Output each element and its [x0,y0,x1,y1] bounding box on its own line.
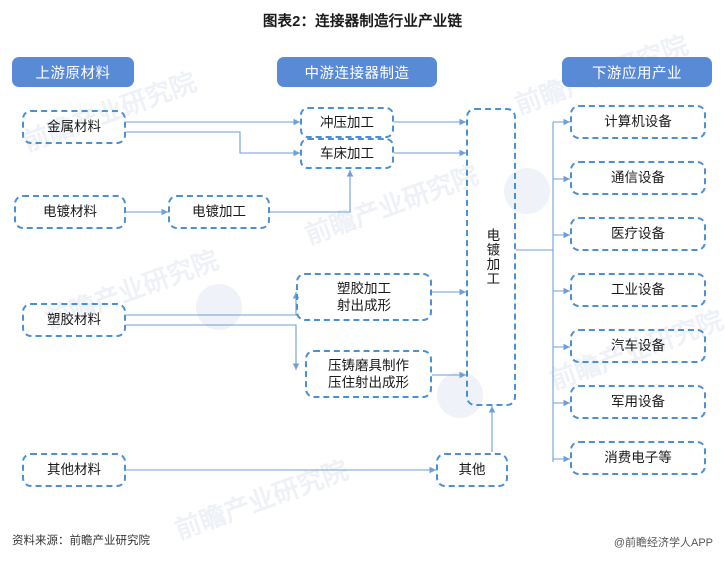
node-label: 计算机设备 [604,114,672,130]
node-label: 工业设备 [611,282,665,298]
header-pill-downstream: 下游应用产业 [562,57,712,87]
page-title: 图表2：连接器制造行业产业链 [262,14,463,30]
header-pill-midstream: 中游连接器制造 [277,57,437,87]
watermark-text: 前瞻产业研究院 [170,454,353,546]
header-pill-label: 中游连接器制造 [304,65,410,82]
header-pill-label: 上游原材料 [35,65,111,82]
node-label: 汽车设备 [611,338,665,354]
node-diecast-molding[interactable]: 压铸磨具制作 压住射出成形 [305,350,432,398]
node-label: 通信设备 [611,170,665,186]
node-industrial-equipment[interactable]: 工业设备 [570,273,706,307]
node-label: 冲压加工 [320,114,374,130]
node-label: 其他材料 [47,462,101,478]
node-plating-process-small[interactable]: 电镀加工 [168,195,270,229]
node-label-line2: 压住射出成形 [328,375,409,390]
watermark-logo-icon [504,168,550,214]
node-label: 消费电子等 [604,450,672,466]
node-label-group: 塑胶加工 射出成形 [337,280,391,315]
node-label-line1: 塑胶加工 [337,280,391,296]
node-label: 电镀加工 [484,228,500,286]
node-label: 塑胶材料 [47,312,101,328]
node-stamping-process[interactable]: 冲压加工 [300,107,394,138]
node-plastic-material[interactable]: 塑胶材料 [22,303,126,337]
node-other-material[interactable]: 其他材料 [22,453,126,487]
node-medical-equipment[interactable]: 医疗设备 [570,217,706,251]
source-note: 资料来源：前瞻产业研究院 [12,535,150,547]
header-pill-upstream: 上游原材料 [12,57,134,87]
watermark-logo-icon [437,372,483,418]
node-other-process[interactable]: 其他 [436,453,508,487]
node-label: 军用设备 [611,394,665,410]
node-plastic-molding[interactable]: 塑胶加工 射出成形 [296,273,432,321]
node-military-equipment[interactable]: 军用设备 [570,385,706,419]
node-lathe-process[interactable]: 车床加工 [300,138,394,169]
watermark-logo-icon [196,284,242,330]
node-plating-material[interactable]: 电镀材料 [14,195,126,229]
node-metal-material[interactable]: 金属材料 [22,110,126,144]
node-label: 金属材料 [47,119,101,135]
node-computer-equipment[interactable]: 计算机设备 [570,105,706,139]
header-pill-label: 下游应用产业 [592,65,682,82]
node-label-line2: 射出成形 [337,298,391,313]
node-communication-equipment[interactable]: 通信设备 [570,161,706,195]
node-label: 车床加工 [320,145,374,161]
node-automotive-equipment[interactable]: 汽车设备 [570,329,706,363]
brand-watermark: @前瞻经济学人APP [613,537,713,549]
node-label: 电镀材料 [43,204,97,220]
node-label: 电镀加工 [192,204,246,220]
node-consumer-electronics[interactable]: 消费电子等 [570,441,706,475]
node-label-line1: 压铸磨具制作 [328,357,409,373]
node-plating-main[interactable]: 电镀加工 [466,108,516,406]
node-label: 医疗设备 [611,226,665,242]
node-label: 其他 [458,462,486,478]
watermark-text: 前瞻产业研究院 [300,159,483,251]
node-label-group: 压铸磨具制作 压住射出成形 [328,357,409,392]
